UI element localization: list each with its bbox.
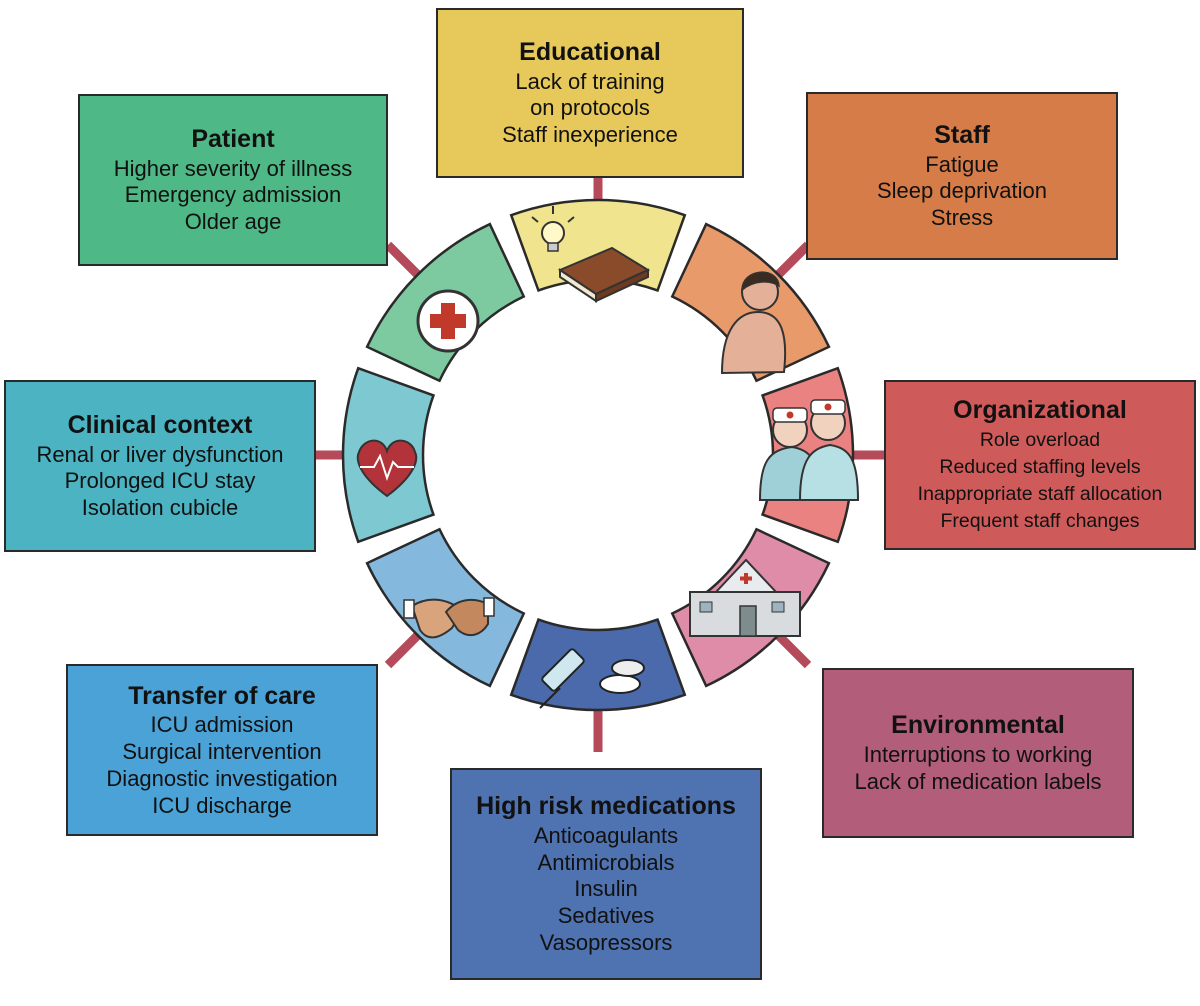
clinical-context-box: Clinical context Renal or liver dysfunct… [4,380,316,552]
transfer-of-care-line-1: ICU admission [150,712,294,738]
transfer-of-care-line-2: Surgical intervention [122,738,322,764]
clinical-context-line-1: Renal or liver dysfunction [36,441,284,467]
patient-box: Patient Higher severity of illness Emerg… [78,94,388,266]
segment-high-risk-medications [509,617,687,712]
environmental-line-1: Interruptions to working [863,741,1093,767]
educational-line-3: Staff inexperience [502,122,678,148]
connector-transfer-of-care [384,627,426,669]
educational-box: Educational Lack of training on protocol… [436,8,744,178]
organizational-line-2: Reduced staffing levels [939,455,1141,478]
connector-staff [770,241,812,283]
lightbulb-book-icon [531,206,651,303]
patient-line-3: Older age [184,209,282,235]
high-risk-medications-line-4: Sedatives [557,903,655,929]
clinical-context-title: Clinical context [67,411,253,439]
clinical-context-line-2: Prolonged ICU stay [64,468,256,494]
clinical-context-line-3: Isolation cubicle [81,495,239,521]
tired-person-icon [720,271,787,375]
educational-line-1: Lack of training [515,68,665,94]
organizational-title: Organizational [953,396,1127,425]
transfer-of-care-box: Transfer of care ICU admission Surgical … [66,664,378,836]
high-risk-medications-line-2: Antimicrobials [537,849,675,875]
staff-line-1: Fatigue [925,151,999,177]
medical-cross-icon [416,289,480,353]
high-risk-medications-box: High risk medications Anticoagulants Ant… [450,768,762,980]
educational-title: Educational [519,38,661,66]
hospital-building-icon [689,558,801,637]
transfer-of-care-line-4: ICU discharge [152,792,292,818]
heart-pulse-icon [356,439,418,498]
environmental-title: Environmental [891,711,1065,740]
staff-line-3: Stress [930,205,994,231]
environmental-box: Environmental Interruptions to working L… [822,668,1134,838]
handshake-icon [403,597,495,639]
patient-line-2: Emergency admission [124,182,342,208]
organizational-box: Organizational Role overload Reduced sta… [884,380,1196,550]
high-risk-medications-line-3: Insulin [574,876,638,902]
medical-staff-icon [758,399,860,501]
transfer-of-care-line-3: Diagnostic investigation [106,765,338,791]
staff-title: Staff [934,121,990,149]
syringe-pills-icon [539,648,645,709]
transfer-of-care-title: Transfer of care [128,681,316,710]
organizational-line-3: Inappropriate staff allocation [917,482,1163,505]
organizational-line-4: Frequent staff changes [940,509,1140,532]
high-risk-medications-title: High risk medications [476,792,736,821]
high-risk-medications-line-5: Vasopressors [539,929,673,955]
high-risk-medications-line-1: Anticoagulants [533,822,679,848]
organizational-line-1: Role overload [979,428,1101,451]
patient-title: Patient [191,125,275,153]
educational-line-2: on protocols [530,95,650,121]
environmental-line-2: Lack of medication labels [854,768,1102,794]
patient-line-1: Higher severity of illness [113,155,353,181]
connector-patient [384,241,426,283]
staff-line-2: Sleep deprivation [876,178,1047,204]
staff-box: Staff Fatigue Sleep deprivation Stress [806,92,1118,260]
